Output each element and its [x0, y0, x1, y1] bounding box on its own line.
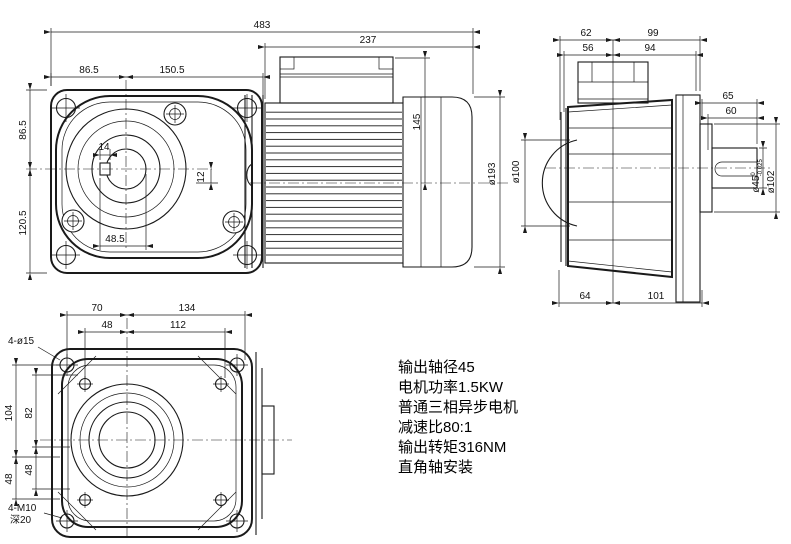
label-4-m10: 4-M10	[8, 503, 37, 514]
dim-104: 104	[4, 404, 15, 421]
bottom-housing-outer	[61, 358, 243, 528]
shaft-keyway	[714, 161, 757, 177]
housing-bosses	[61, 102, 246, 234]
side-dimensions: 62 99 56 94 65 60 ø100 ø450-0.025	[511, 28, 780, 307]
spec-line-3: 普通三相异步电机	[398, 399, 518, 416]
dim-48-left-inner: 48	[24, 464, 35, 476]
bottom-gasket-screws	[77, 376, 229, 508]
bottom-view: 70 134 48 112 4-ø15 104 48 82 48 4-M10 深…	[4, 303, 292, 540]
spec-line-5: 输出转矩316NM	[398, 439, 506, 456]
front-dimensions: 483 237 86.5 150.5 86.5 120.5 14 12	[18, 20, 505, 280]
bottom-dimensions: 70 134 48 112 4-ø15 104 48 82 48 4-M10 深…	[4, 303, 252, 526]
dim-120-5: 120.5	[18, 210, 29, 235]
dim-100: ø100	[511, 160, 522, 183]
dim-150-5: 150.5	[159, 65, 184, 76]
motor-body	[264, 102, 404, 264]
dim-82: 82	[24, 407, 35, 419]
dim-56: 56	[582, 43, 594, 54]
dim-86-5-left: 86.5	[18, 120, 29, 140]
dim-101: 101	[648, 291, 665, 302]
dim-94: 94	[644, 43, 656, 54]
bottom-side-plates	[255, 352, 275, 535]
side-view: 62 99 56 94 65 60 ø100 ø450-0.025	[511, 28, 780, 307]
dim-65: 65	[722, 91, 734, 102]
dim-86-5-top: 86.5	[79, 65, 99, 76]
bottom-housing-inner	[67, 364, 237, 522]
dim-14: 14	[98, 142, 110, 153]
joint-plates	[244, 95, 264, 268]
dim-237: 237	[360, 35, 377, 46]
label-4-o15: 4-ø15	[8, 336, 35, 347]
dim-48-left-outer: 48	[4, 473, 15, 485]
dim-112: 112	[170, 320, 186, 331]
dim-70: 70	[91, 303, 103, 314]
dim-99: 99	[647, 28, 659, 39]
dim-483: 483	[254, 20, 271, 31]
housing-inner-contour	[61, 101, 247, 253]
output-flange-plate	[675, 94, 701, 303]
dim-45-tol: ø450-0.025	[751, 159, 764, 193]
side-gearbox-body	[560, 98, 673, 279]
label-depth20: 深20	[10, 514, 32, 526]
dim-193: ø193	[487, 162, 498, 185]
terminal-box	[279, 56, 394, 104]
housing-right-notch	[246, 163, 253, 187]
dim-62: 62	[580, 28, 592, 39]
spec-line-6: 直角轴安装	[398, 459, 473, 476]
spec-line-1: 输出轴径45	[398, 359, 475, 376]
output-shaft	[699, 123, 758, 213]
front-corner-screws	[52, 94, 261, 269]
dim-12: 12	[196, 171, 207, 183]
motor-end-cap	[402, 96, 473, 268]
front-flange-outline	[50, 89, 263, 274]
dim-48-5: 48.5	[105, 234, 125, 245]
dim-134: 134	[179, 303, 196, 314]
dim-60: 60	[725, 106, 737, 117]
dim-102: ø102	[766, 170, 777, 193]
front-view: 483 237 86.5 150.5 86.5 120.5 14 12	[18, 20, 510, 280]
housing-outer-contour	[55, 95, 253, 259]
bottom-flange-outline	[51, 348, 253, 538]
spec-line-4: 减速比80:1	[398, 419, 472, 436]
motor-spigot-arc	[541, 139, 578, 227]
dim-48-top: 48	[101, 320, 113, 331]
spec-line-2: 电机功率1.5KW	[398, 379, 504, 396]
spec-text: 输出轴径45 电机功率1.5KW 普通三相异步电机 减速比80:1 输出转矩31…	[398, 359, 518, 476]
dim-64: 64	[579, 291, 591, 302]
dim-145: 145	[412, 113, 423, 130]
